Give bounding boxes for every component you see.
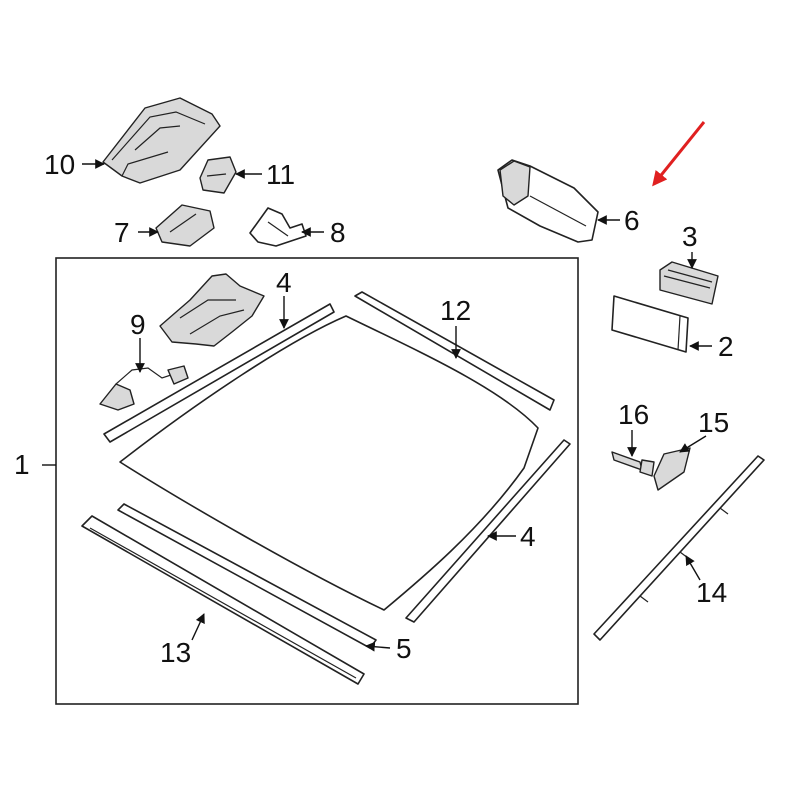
callout-7: 7 <box>114 217 130 248</box>
windshield-assembly-frame <box>55 257 579 705</box>
windshield-glass[interactable] <box>119 315 539 611</box>
callout-11: 11 <box>266 159 295 190</box>
part-2-panel[interactable] <box>611 295 689 353</box>
part-9-sensor-harness[interactable] <box>99 365 189 411</box>
callout-4-side: 4 <box>520 521 536 552</box>
leader-lines <box>42 159 712 652</box>
part-3-sensor-cover[interactable] <box>659 261 719 305</box>
callout-10: 10 <box>44 149 75 180</box>
part-10-mirror-cover[interactable] <box>102 97 221 184</box>
part-6-rear-view-mirror[interactable] <box>497 159 599 243</box>
part-14-side-strip[interactable] <box>593 455 765 641</box>
callout-12: 12 <box>440 295 471 326</box>
part-4-camera-bracket[interactable] <box>159 273 265 347</box>
part-11-bracket[interactable] <box>199 156 237 194</box>
callout-4-upper: 4 <box>276 267 292 298</box>
part-8-clip[interactable] <box>249 207 307 247</box>
callout-1: 1 <box>14 449 30 480</box>
part-7-bracket[interactable] <box>155 204 215 247</box>
part-5-lower-moulding[interactable] <box>117 503 377 649</box>
callout-2: 2 <box>718 331 734 362</box>
callout-3: 3 <box>682 221 698 252</box>
callout-13: 13 <box>160 637 191 668</box>
callout-8: 8 <box>330 217 346 248</box>
part-16-bolt[interactable] <box>611 451 655 477</box>
upper-left-moulding[interactable] <box>103 303 335 443</box>
callout-16: 16 <box>618 399 649 430</box>
part-15-clip[interactable] <box>653 447 691 491</box>
callout-14: 14 <box>696 577 727 608</box>
part-4-side-moulding[interactable] <box>405 439 571 623</box>
callouts: 1 2 3 4 4 5 6 7 8 9 10 11 12 13 14 15 16 <box>14 149 734 668</box>
part-13-cowl-seal[interactable] <box>81 515 365 685</box>
callout-15: 15 <box>698 407 729 438</box>
callout-5: 5 <box>396 633 412 664</box>
callout-6: 6 <box>624 205 640 236</box>
red-arrow-icon <box>652 121 706 187</box>
callout-9: 9 <box>130 309 146 340</box>
